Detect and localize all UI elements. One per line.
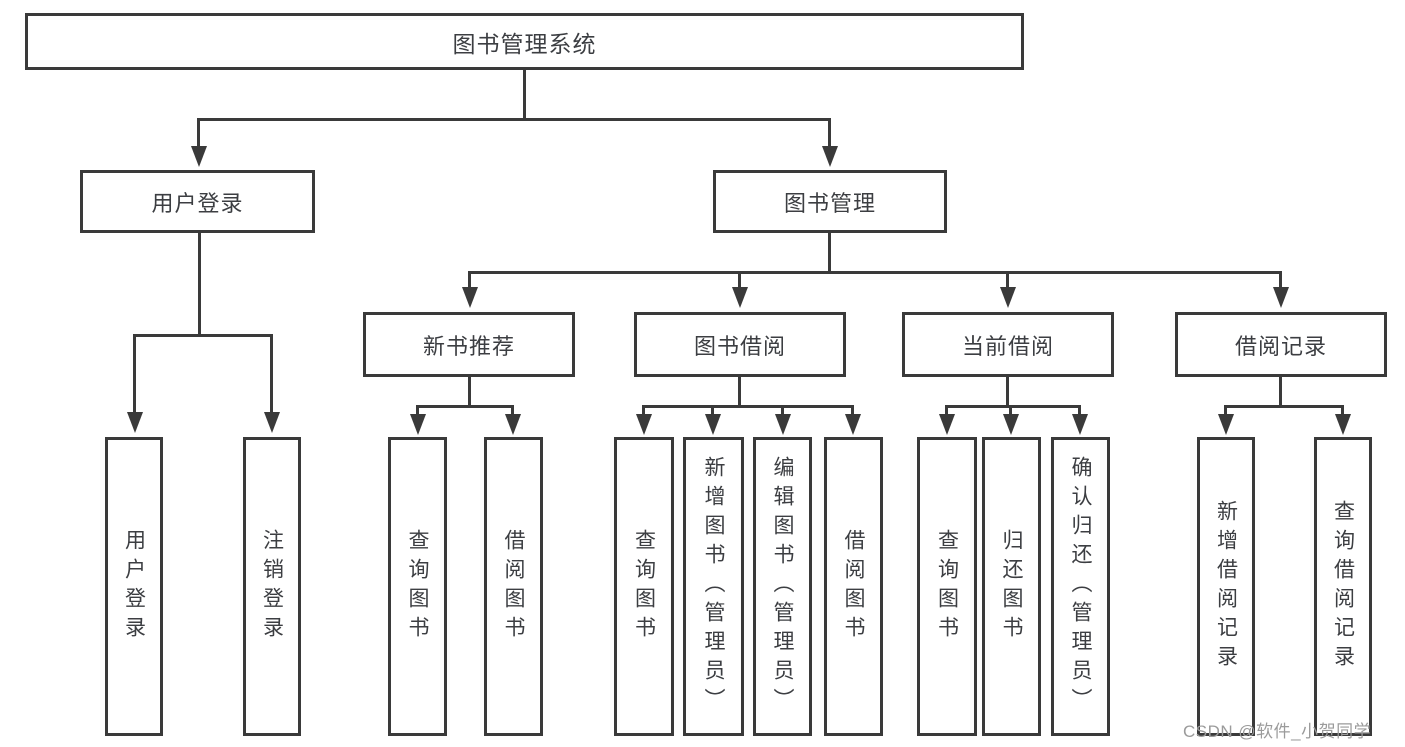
arrow-to-leaf-confirm-return (1071, 407, 1088, 435)
node-label: 借阅图书 (842, 528, 865, 645)
node-current-borrow: 当前借阅 (902, 312, 1114, 377)
node-label: 用户登录 (122, 528, 146, 645)
node-label: 查询借阅记录 (1331, 499, 1355, 674)
connector-root-stub (523, 70, 526, 120)
arrow-to-book-borrow (731, 272, 748, 308)
arrow-to-leaf-logout (263, 336, 280, 433)
node-label: 查询图书 (406, 528, 429, 645)
leaf-borrow-book-1: 借阅图书 (484, 437, 543, 736)
arrow-to-leaf-query-book-1 (409, 407, 426, 435)
node-label: 查询图书 (632, 528, 656, 645)
connector-borrow-records-stub (1279, 377, 1282, 408)
connector-user-login-stub (198, 233, 201, 337)
arrow-to-current-borrow (999, 272, 1016, 308)
leaf-edit-book-admin: 编辑图书（管理员） (753, 437, 812, 736)
leaf-query-book-2: 查询图书 (614, 437, 674, 736)
leaf-user-login: 用户登录 (105, 437, 163, 736)
node-label: 图书管理系统 (452, 30, 597, 57)
node-label: 注销登录 (260, 528, 284, 645)
arrow-to-leaf-return-book (1002, 407, 1019, 435)
node-label: 图书管理 (783, 190, 876, 216)
leaf-logout-login: 注销登录 (243, 437, 301, 736)
arrow-to-leaf-borrow-book-2 (844, 407, 861, 435)
node-borrow-records: 借阅记录 (1175, 312, 1387, 377)
connector-current-borrow-rail (945, 405, 1081, 408)
connector-user-login-rail (133, 334, 273, 337)
node-label: 借阅图书 (502, 528, 525, 645)
node-library-management-system: 图书管理系统 (25, 13, 1024, 70)
arrow-to-leaf-edit-book (774, 407, 791, 435)
arrow-to-new-book-recommend (461, 272, 478, 308)
connector-current-borrow-stub (1006, 377, 1009, 408)
leaf-return-book: 归还图书 (982, 437, 1041, 736)
node-label: 新增借阅记录 (1214, 499, 1238, 674)
arrow-to-borrow-records (1272, 272, 1289, 308)
connector-level1-rail (197, 118, 831, 121)
leaf-add-borrow-record: 新增借阅记录 (1197, 437, 1255, 736)
arrow-to-user-login (190, 120, 207, 167)
connector-new-book-recommend-stub (468, 377, 471, 408)
node-label: 确认归还（管理员） (1069, 456, 1092, 717)
leaf-query-borrow-record: 查询借阅记录 (1314, 437, 1372, 736)
node-label: 归还图书 (1000, 528, 1023, 645)
node-new-book-recommend: 新书推荐 (363, 312, 575, 377)
node-user-login: 用户登录 (80, 170, 315, 233)
node-label: 编辑图书（管理员） (771, 456, 794, 717)
connector-book-borrow-rail (642, 405, 854, 408)
leaf-confirm-return-admin: 确认归还（管理员） (1051, 437, 1110, 736)
csdn-watermark: CSDN @软件_小贺同学 (1183, 722, 1372, 741)
connector-new-book-recommend-rail (416, 405, 514, 408)
node-label: 新书推荐 (422, 333, 515, 359)
arrow-to-leaf-add-book (704, 407, 721, 435)
node-label: 图书借阅 (693, 333, 786, 359)
leaf-query-book-3: 查询图书 (917, 437, 977, 736)
arrow-to-leaf-query-borrow-record (1334, 407, 1351, 435)
node-book-management: 图书管理 (713, 170, 947, 233)
node-label: 新增图书（管理员） (702, 456, 725, 717)
arrow-to-leaf-query-book-3 (938, 407, 955, 435)
leaf-add-book-admin: 新增图书（管理员） (683, 437, 744, 736)
node-label: 用户登录 (151, 190, 244, 216)
connector-book-management-stub (828, 233, 831, 274)
node-book-borrow: 图书借阅 (634, 312, 846, 377)
leaf-query-book-1: 查询图书 (388, 437, 447, 736)
arrow-to-leaf-borrow-book-1 (504, 407, 521, 435)
arrow-to-leaf-add-borrow-record (1217, 407, 1234, 435)
arrow-to-book-management (821, 120, 838, 167)
leaf-borrow-book-2: 借阅图书 (824, 437, 883, 736)
connector-level2-rail (468, 271, 1282, 274)
node-label: 查询图书 (935, 528, 959, 645)
arrow-to-leaf-user-login (126, 336, 143, 433)
node-label: 借阅记录 (1234, 333, 1327, 359)
connector-borrow-records-rail (1224, 405, 1344, 408)
connector-book-borrow-stub (738, 377, 741, 408)
node-label: 当前借阅 (961, 333, 1054, 359)
arrow-to-leaf-query-book-2 (635, 407, 652, 435)
